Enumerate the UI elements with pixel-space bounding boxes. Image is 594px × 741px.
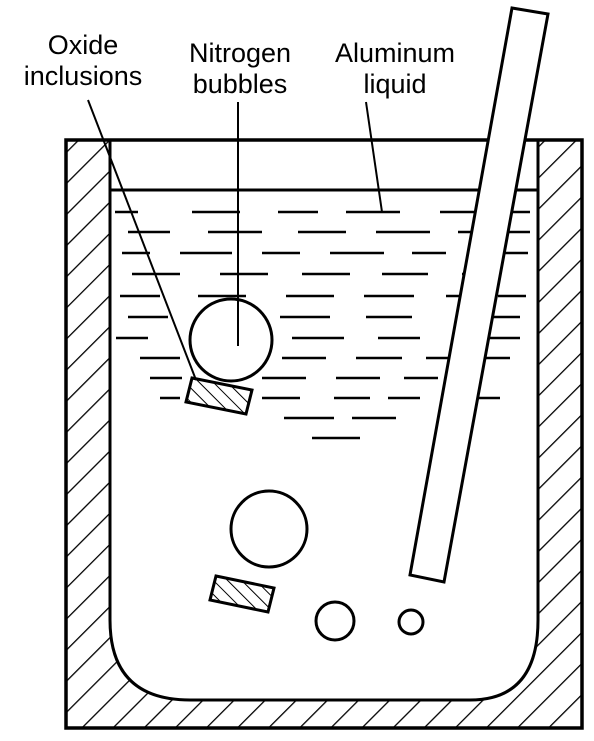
nitrogen-bubble-tiny bbox=[397, 608, 425, 636]
label-oxide-inclusions: Oxide inclusions bbox=[8, 30, 158, 92]
label-oxide-line2: inclusions bbox=[23, 61, 143, 91]
label-nitrogen-bubbles: Nitrogen bubbles bbox=[165, 38, 315, 100]
label-aluminum-line2: liquid bbox=[363, 69, 427, 99]
nitrogen-bubble-large bbox=[188, 297, 274, 383]
label-aluminum-line1: Aluminum bbox=[334, 38, 456, 68]
leader-oxide bbox=[87, 99, 197, 381]
degassing-tube bbox=[408, 6, 550, 584]
label-nitrogen-line1: Nitrogen bbox=[188, 38, 292, 68]
crucible-outline bbox=[64, 138, 584, 730]
leader-aluminum bbox=[365, 101, 383, 213]
label-aluminum-liquid: Aluminum liquid bbox=[320, 38, 470, 100]
label-oxide-line1: Oxide bbox=[47, 30, 119, 60]
nitrogen-bubble-small bbox=[314, 600, 356, 642]
nitrogen-bubble-mid bbox=[229, 489, 309, 569]
label-nitrogen-line2: bubbles bbox=[192, 69, 288, 99]
liquid-dashes bbox=[115, 210, 530, 440]
oxide-inclusion-upper bbox=[184, 376, 254, 416]
oxide-inclusion-lower bbox=[208, 574, 276, 614]
leader-lines bbox=[87, 99, 383, 381]
